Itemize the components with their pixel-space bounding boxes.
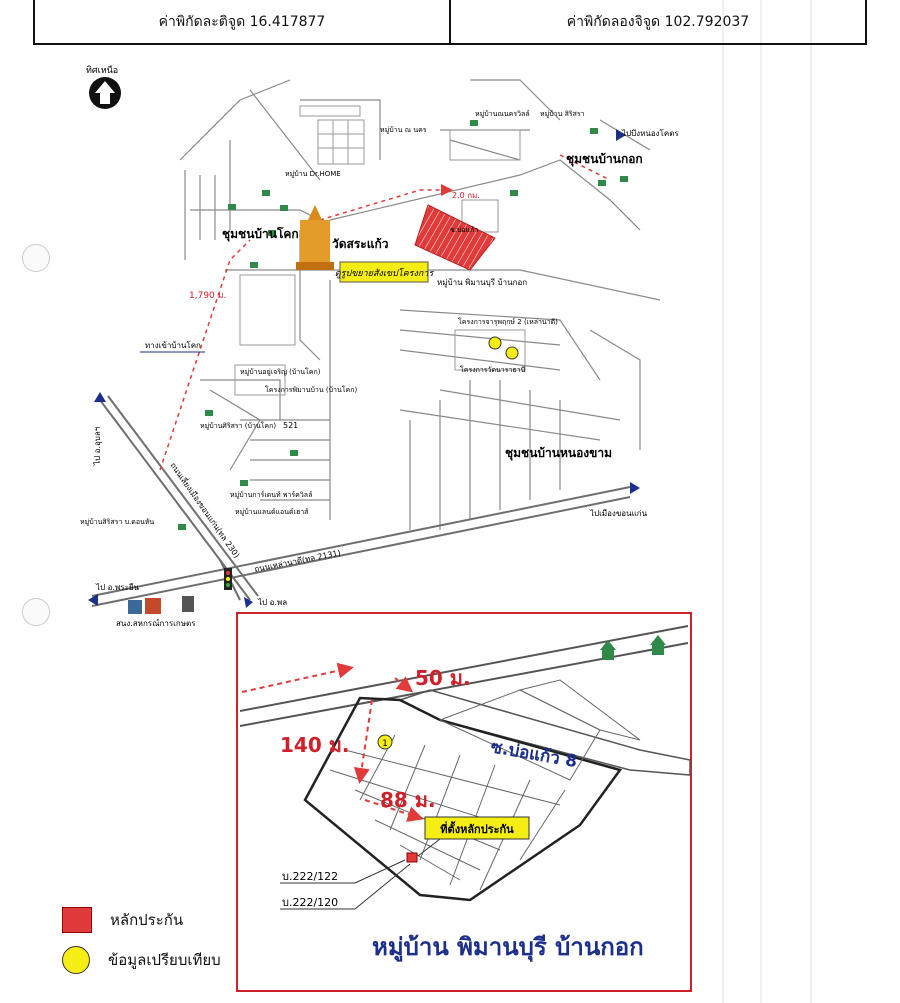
temple-icon — [296, 205, 334, 270]
distance-km-label: 2.0 กม. — [452, 191, 480, 200]
project-sign-label: ดูรูปขยายสังเขปโครงการ — [335, 267, 435, 279]
road-230-label: ถนนเลี่ยงเมืองขอนแก่น(ทล 230) — [168, 460, 242, 560]
village-label: หมู่บ้านศิริสรา (บ้านโคก) — [200, 421, 276, 430]
inset-village-boundary — [303, 696, 623, 902]
to-ubon-label: ไป อ.อุบลฯ — [93, 427, 102, 466]
local-roads — [179, 79, 661, 530]
inset-map: 1 ที่ตั้งหลักประกัน บ.222/122 บ.222/120 … — [236, 612, 692, 992]
inset-village-title: หมู่บ้าน พิมานบุรี บ้านกอก — [372, 933, 644, 963]
village-label: โครงการพิมานบ้าน (บ้านโคก) — [265, 385, 357, 394]
inset-distance-50: 50 ม. — [415, 666, 471, 690]
village-label: หมู่บ้านการ์เดนท์ พาร์ควิลล์ — [230, 491, 312, 499]
project-sign — [339, 261, 429, 283]
inset-distance-140: 140 ม. — [280, 733, 350, 757]
ban-kok-label: ชุมชนบ้านกอก — [566, 152, 643, 167]
village-label: หมู่บ้านอยู่เจริญ (บ้านโคก) — [240, 367, 321, 376]
distance-1790-label: 1,790 ม. — [189, 291, 226, 301]
ban-khok-label: ชุมชนบ้านโคก — [222, 226, 299, 242]
comparison-swatch — [62, 946, 90, 974]
latitude-label: ค่าพิกัดละติจูด 16.417877 — [158, 13, 326, 30]
to-phon-label: ไป อ.พล — [257, 598, 287, 607]
inset-main-road — [239, 625, 689, 712]
coordinate-bar: ค่าพิกัดละติจูด 16.417877 ค่าพิกัดลองจิจ… — [33, 0, 867, 45]
to-nong-khot-label: ไปบึงหนองโคตร — [621, 128, 679, 138]
sirisara-label: หมู่บ้าน สิริสรา — [540, 110, 585, 118]
soi-label: ซ.บ่อแก้ว — [450, 226, 478, 234]
legend-comparison-label: ข้อมูลเปรียบเทียบ — [108, 951, 221, 969]
comparison-marker — [505, 346, 519, 360]
inset-distance-88: 88 ม. — [380, 788, 436, 812]
comparison-marker — [488, 336, 502, 350]
coop-label: สนง.สหกรณ์การเกษตร — [116, 618, 196, 628]
nong-kham-label: ชุมชนบ้านหนองขาม — [505, 446, 612, 461]
inset-comparison-marker — [377, 734, 393, 750]
collateral-callout — [424, 816, 530, 840]
plot-2-label: บ.222/120 — [282, 896, 338, 909]
paper-stripe — [722, 0, 724, 1003]
north-label: ทิศเหนือ — [86, 65, 118, 76]
project-3-label: โครงการวัดนาราธานี — [460, 365, 526, 374]
legend-comparison: ข้อมูลเปรียบเทียบ — [62, 946, 221, 974]
building-icon — [128, 596, 194, 614]
collateral-swatch — [62, 907, 92, 933]
inset-marker-number: 1 — [382, 739, 388, 749]
collateral-callout-label: ที่ตั้งหลักประกัน — [440, 821, 514, 836]
plot-1-label: บ.222/122 — [282, 870, 338, 883]
to-phra-yuen-label: ไป อ.พระยืน — [95, 583, 140, 592]
longitude-label: ค่าพิกัดลองจิจูด 102.792037 — [449, 0, 865, 43]
village-label: หมู่บ้านสิริสรา บ.ดอนหัน — [80, 518, 154, 526]
legend-collateral-label: หลักประกัน — [110, 911, 184, 929]
plot-leader — [354, 863, 411, 910]
highways — [91, 395, 631, 607]
traffic-light-icon — [224, 568, 232, 590]
house-icon — [178, 120, 628, 530]
house-icon — [600, 635, 666, 660]
dr-home-label: หมู่บ้าน Dr.HOME — [285, 170, 341, 178]
plot-leader — [354, 859, 406, 884]
paper-stripe — [760, 0, 762, 1003]
collateral-marker — [406, 852, 418, 863]
legend-collateral: หลักประกัน — [62, 907, 183, 933]
direction-arrows — [88, 129, 640, 608]
pimanburi-small-label: หมู่บ้าน พิมานบุรี บ้านกอก — [437, 278, 527, 288]
nakornvilla-label: หมู่บ้านณนครวิลล์ — [475, 110, 530, 118]
callout-pointer — [417, 838, 441, 857]
project-2-label: โครงการจารุพฤกษ์ 2 (เหล่านาดี) — [458, 317, 558, 326]
temple-label: วัดสระแก้ว — [332, 237, 389, 251]
village-blocks — [234, 105, 526, 396]
punch-hole — [22, 598, 50, 626]
village-label: หมู่บ้านแลนด์แอนด์เฮาส์ — [235, 508, 309, 516]
distance-route — [159, 154, 611, 471]
road-khok-label: ทางเข้าบ้านโคก — [145, 340, 201, 350]
village-label: หมู่บ้าน ณ นคร — [380, 126, 427, 134]
to-khonkaen-label: ไปเมืองขอนแก่น — [589, 509, 648, 518]
paper-stripe — [810, 0, 812, 1003]
project-site-block — [414, 204, 496, 271]
num-521-label: 521 — [283, 421, 298, 430]
north-arrow-icon — [89, 77, 121, 109]
punch-hole — [22, 244, 50, 272]
